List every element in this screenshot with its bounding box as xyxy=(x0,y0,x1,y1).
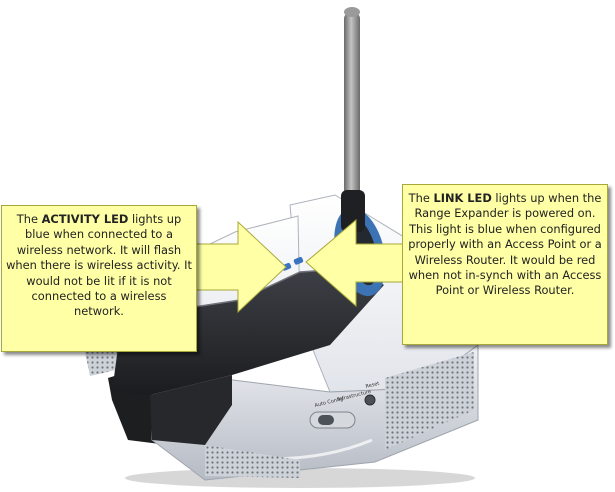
grill-left xyxy=(85,346,125,376)
link-led xyxy=(293,256,304,265)
antenna-mast xyxy=(344,12,360,202)
antenna-collar xyxy=(341,190,365,232)
activity-callout-lead: The xyxy=(16,212,42,226)
device-dark-band xyxy=(112,268,384,395)
device-side-column xyxy=(150,375,232,445)
activity-arrow xyxy=(191,220,287,314)
grill-right xyxy=(385,352,474,450)
link-led-callout: The LINK LED lights up when the Range Ex… xyxy=(402,184,608,345)
activity-led-callout: The ACTIVITY LED lights up blue when con… xyxy=(1,205,197,352)
reset-label: Reset xyxy=(365,381,380,390)
link-callout-body: lights up when the Range Expander is pow… xyxy=(408,191,602,298)
grill-front xyxy=(205,445,300,478)
antenna-tip xyxy=(344,7,360,17)
mode-switch-knob xyxy=(318,415,334,425)
reset-button xyxy=(364,394,376,406)
link-callout-title: LINK LED xyxy=(433,191,492,205)
activity-callout-title: ACTIVITY LED xyxy=(41,212,129,226)
link-callout-lead: The xyxy=(408,191,434,205)
activity-callout-body: lights up blue when connected to a wirel… xyxy=(6,212,192,319)
link-arrow xyxy=(305,218,406,308)
